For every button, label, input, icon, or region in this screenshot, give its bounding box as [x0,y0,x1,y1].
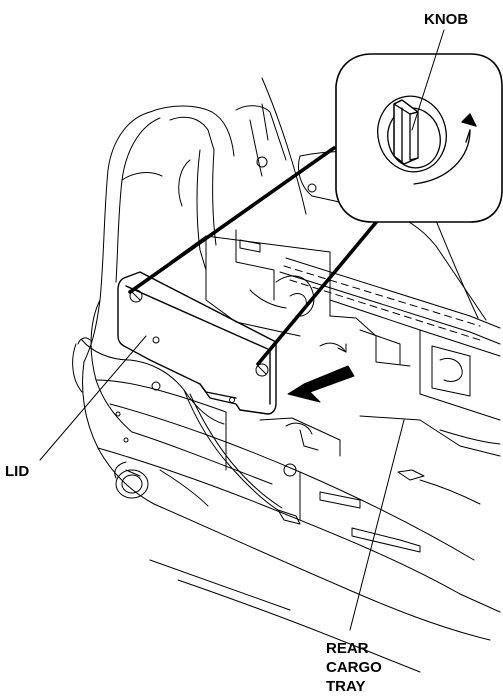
removal-direction-arrow [288,343,354,402]
lid-screw-right [256,364,268,376]
lid-leader-line [40,336,146,460]
lid-retainer [153,337,159,343]
knob-label: KNOB [424,11,469,28]
rotation-arrow [414,114,476,184]
tray-leader-line [350,420,404,630]
rear-bumper [96,380,500,672]
wire-harness [78,338,300,524]
rear-cargo-tray-label: REAR CARGO TRAY [326,639,382,696]
body-quarter-panel [73,104,286,504]
cargo-tray-edge [280,258,500,420]
tail-round-fitting [115,462,148,498]
knob-icon [370,89,454,179]
knob-detail-magnifier [336,54,502,222]
lid-screw-left [130,290,142,302]
magnifier-leader-lines [130,148,378,364]
lid-label: LID [5,463,30,480]
lid-retainer-lower [230,398,235,403]
tray-label-line-3: TRAY [326,678,366,695]
tray-label-line-1: REAR [326,640,369,657]
tray-label-line-2: CARGO [326,659,382,676]
knob-leader-line [412,30,444,130]
